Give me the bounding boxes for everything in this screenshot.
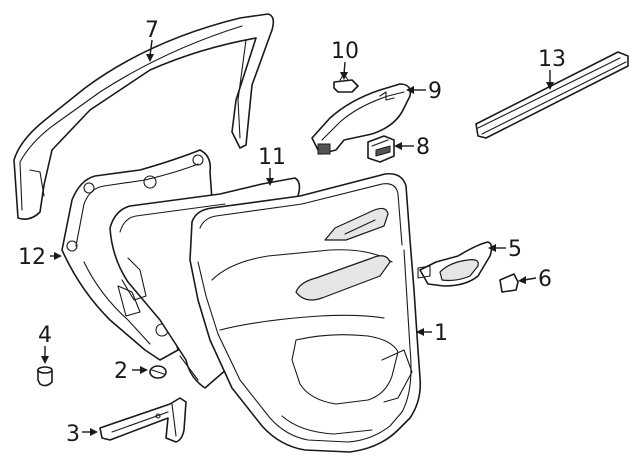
callout-13: 13 (538, 47, 566, 72)
part-7-window-frame (13, 13, 275, 220)
leaders (41, 39, 554, 436)
callout-9: 9 (428, 79, 442, 104)
part-6-cover-cap (499, 273, 519, 293)
callout-1: 1 (434, 321, 448, 346)
callout-5: 5 (508, 237, 522, 262)
part-13-glass-run-channel (475, 51, 629, 139)
part-10-clip (333, 73, 359, 93)
part-8-window-switch (367, 135, 395, 163)
part-5-door-handle (417, 241, 493, 287)
callout-12: 12 (18, 245, 46, 270)
part-2-push-pin (149, 365, 167, 379)
part-4-retainer (37, 366, 53, 387)
callout-8: 8 (416, 135, 430, 160)
callout-3: 3 (66, 422, 80, 447)
callout-10: 10 (331, 39, 359, 64)
callout-7: 7 (145, 18, 159, 43)
callout-2: 2 (114, 359, 128, 384)
callout-4: 4 (38, 323, 52, 348)
part-1-door-trim-panel (189, 172, 422, 453)
callout-11: 11 (258, 145, 286, 170)
callout-6: 6 (538, 267, 552, 292)
part-3-pull-bracket (99, 397, 187, 443)
part-9-switch-bezel (311, 83, 412, 155)
